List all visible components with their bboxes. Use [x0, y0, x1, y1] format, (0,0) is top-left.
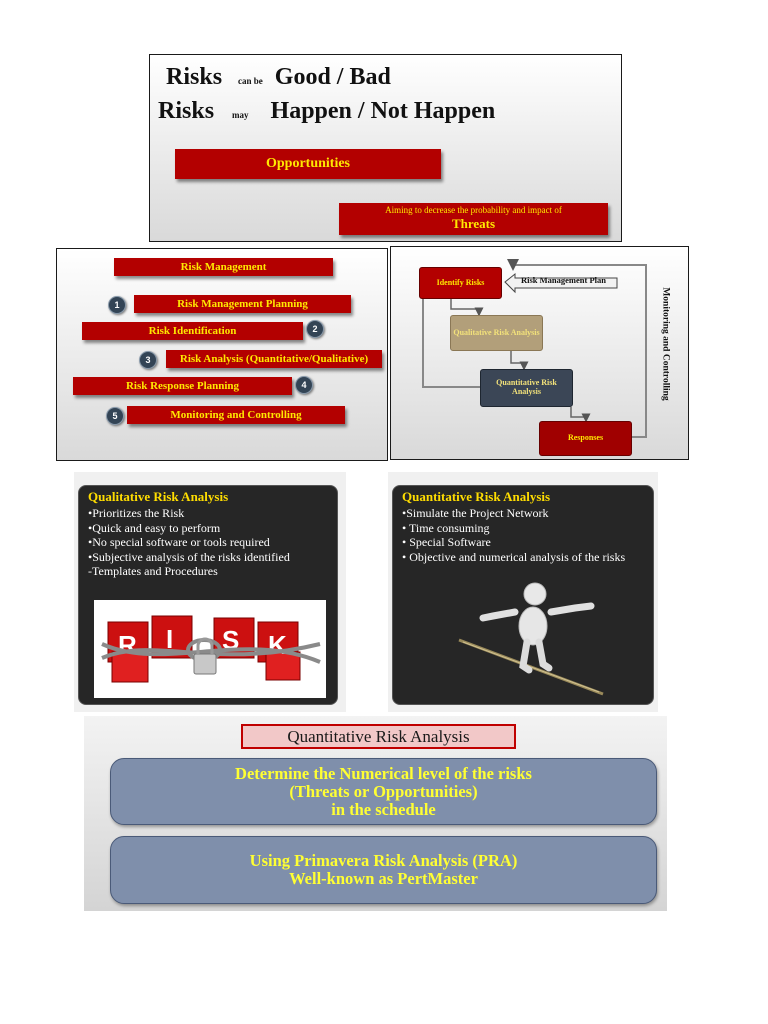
step-4-label: Risk Response Planning [125, 380, 240, 392]
small-can-be: can be [238, 76, 263, 86]
step-3-bar: Risk Analysis (Quantitative/Qualitative) [166, 350, 382, 368]
primavera-line: Using Primavera Risk Analysis (PRA) [249, 851, 518, 870]
quantitative-list: •Simulate the Project Network • Time con… [402, 506, 642, 564]
monitoring-side-label: Monitoring and Controlling [661, 287, 672, 401]
happen-text: Happen / Not Happen [270, 98, 496, 124]
step-3-label: Risk Analysis (Quantitative/Qualitative) [179, 353, 369, 365]
slide-risks-good-bad: Risks can be Good / Bad Risks may Happen… [149, 54, 622, 242]
risk-cubes-illustration: R I S K [101, 615, 321, 683]
quantitative-item: •Simulate the Project Network [402, 506, 549, 520]
numerical-level-line: (Threats or Opportunities) [289, 781, 478, 801]
risk-management-header: Risk Management [114, 258, 333, 276]
qualitative-item: •Prioritizes the Risk [88, 506, 185, 520]
primavera-box: Using Primavera Risk Analysis (PRA) Well… [110, 836, 657, 904]
word-risks: Risks [158, 98, 215, 124]
summary-title: Quantitative Risk Analysis [287, 726, 470, 746]
qualitative-analysis-label: Qualitative Risk Analysis [453, 327, 540, 337]
qualitative-item: •No special software or tools required [88, 535, 270, 549]
qualitative-item: •Quick and easy to perform [88, 520, 221, 535]
svg-text:K: K [268, 630, 287, 660]
qualitative-list: •Prioritizes the Risk •Quick and easy to… [88, 506, 290, 579]
step-1-label: Risk Management Planning [177, 298, 308, 310]
threats-label: Threats [451, 216, 496, 231]
step-5-bar: Monitoring and Controlling [127, 406, 345, 424]
small-may: may [232, 110, 249, 120]
quantitative-item: • Objective and numerical analysis of th… [402, 549, 626, 564]
svg-text:S: S [222, 625, 239, 655]
responses-label: Responses [567, 433, 604, 443]
responses-box: Responses [539, 421, 632, 456]
opportunities-label: Opportunities [265, 156, 350, 171]
risk-chained-cubes-image: R I S K [94, 600, 326, 698]
qualitative-item: •Subjective analysis of the risks identi… [88, 549, 290, 564]
step-number-1: 1 [108, 296, 126, 314]
headline-line-1: Risks can be Good / Bad [166, 65, 391, 89]
slide-qualitative: Qualitative Risk Analysis •Prioritizes t… [78, 485, 338, 705]
numerical-level-box: Determine the Numerical level of the ris… [110, 758, 657, 825]
step-number-3: 3 [139, 351, 157, 369]
primavera-line: Well-known as PertMaster [289, 869, 478, 888]
aiming-text: Aiming to decrease the probability and i… [385, 205, 562, 215]
step-number-2: 2 [306, 320, 324, 338]
headline-line-2: Risks may Happen / Not Happen [158, 99, 495, 123]
quantitative-item: • Special Software [402, 535, 491, 549]
quantitative-analysis-box: Quantitative Risk Analysis [480, 369, 573, 407]
risk-management-plan-label: Risk Management Plan [521, 275, 606, 285]
quantitative-item: • Time consuming [402, 520, 490, 535]
monitoring-side-label-wrap: Monitoring and Controlling [659, 287, 673, 401]
summary-title-box: Quantitative Risk Analysis [241, 724, 516, 749]
threats-banner: Aiming to decrease the probability and i… [339, 203, 608, 235]
slide-quantitative-summary: Quantitative Risk Analysis Determine the… [84, 716, 667, 911]
qualitative-analysis-box: Qualitative Risk Analysis [450, 315, 543, 351]
svg-text:I: I [166, 624, 173, 654]
quantitative-analysis-label: Quantitative Risk Analysis [496, 378, 557, 396]
good-bad-text: Good / Bad [274, 64, 391, 90]
identify-risks-box: Identify Risks [419, 267, 502, 299]
numerical-level-line: Determine the Numerical level of the ris… [235, 763, 532, 783]
qualitative-item: -Templates and Procedures [88, 564, 218, 578]
step-number-5: 5 [106, 407, 124, 425]
step-2-label: Risk Identification [148, 325, 237, 337]
slide-risk-process-flow: Identify Risks Risk Management Plan Qual… [390, 246, 689, 460]
numerical-level-line: in the schedule [331, 799, 436, 819]
identify-risks-label: Identify Risks [436, 277, 485, 287]
step-4-bar: Risk Response Planning [73, 377, 292, 395]
risk-management-header-label: Risk Management [180, 261, 267, 273]
svg-text:R: R [118, 630, 137, 660]
flow-connectors [419, 259, 647, 438]
opportunities-banner: Opportunities [175, 149, 441, 179]
qualitative-title: Qualitative Risk Analysis [88, 489, 229, 504]
step-number-4: 4 [295, 376, 313, 394]
step-1-bar: Risk Management Planning [134, 295, 351, 313]
word-risks: Risks [166, 64, 223, 90]
quantitative-title: Quantitative Risk Analysis [402, 489, 551, 504]
step-5-label: Monitoring and Controlling [170, 409, 302, 421]
step-2-bar: Risk Identification [82, 322, 303, 340]
slide-risk-management-steps: Risk Management 1 Risk Management Planni… [56, 248, 388, 461]
tightrope-walker-illustration [458, 582, 604, 696]
slide-quantitative: Quantitative Risk Analysis •Simulate the… [392, 485, 654, 705]
